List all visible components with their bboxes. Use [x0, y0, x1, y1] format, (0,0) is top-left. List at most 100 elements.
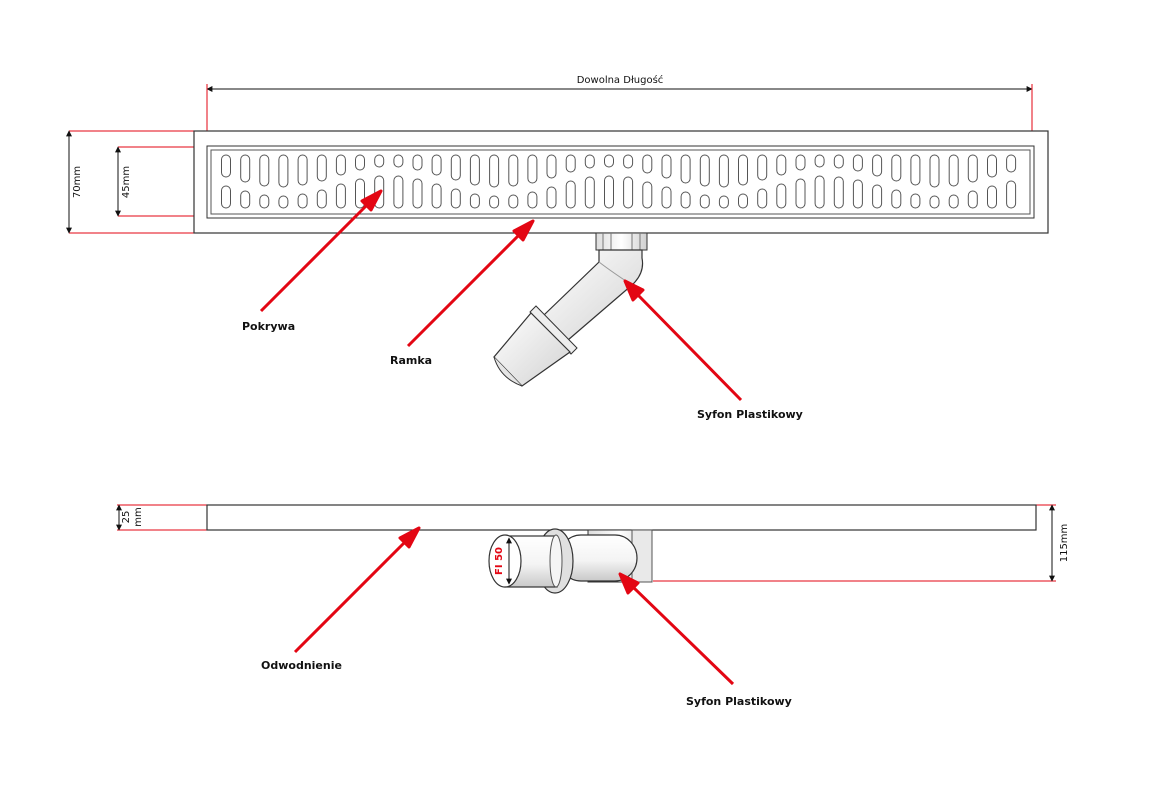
thickness-dimension: 25 mm [116, 504, 207, 531]
cover-slot [699, 154, 710, 187]
cover-slot [718, 154, 729, 188]
arrow-siphon-top [623, 279, 743, 402]
cover-slot [814, 154, 825, 168]
cover-slot [680, 154, 691, 184]
cover-slot [297, 193, 308, 209]
cover-slot [240, 190, 251, 209]
cover-slot [584, 176, 595, 209]
cover-slot [278, 154, 289, 188]
cover-label: Pokrywa [242, 320, 295, 333]
cover-slot [1006, 180, 1017, 209]
cover-slot [450, 154, 461, 181]
cover-slot [967, 154, 978, 183]
cover-slot [910, 154, 921, 186]
pipe-diameter-label: FI 50 [494, 547, 505, 575]
cover-slot [316, 189, 327, 209]
length-dimension: Dowolna Długość [206, 74, 1033, 148]
cover-slot [757, 188, 768, 209]
cover-slot [221, 154, 231, 178]
cover-slot [355, 154, 365, 171]
cover-slot [278, 195, 289, 209]
cover-slot [987, 154, 997, 178]
cover-slot [335, 154, 346, 176]
cover-slot [738, 154, 748, 186]
cover-slot [240, 154, 251, 183]
cover-slot [852, 154, 863, 172]
cover-slot [508, 154, 519, 187]
cover-slot [738, 193, 748, 209]
cover-slot [393, 175, 404, 209]
cover-slot [872, 184, 883, 209]
height-inner-label: 45mm [121, 166, 132, 198]
drainage-label: Odwodnienie [261, 659, 342, 672]
cover-slot [431, 183, 442, 209]
cover-slot [489, 154, 500, 188]
cover-slot [833, 176, 844, 209]
cover-slot [393, 154, 404, 168]
thickness-value: 25 [121, 511, 132, 524]
cover-slot [259, 194, 270, 209]
side-view: 25 mm 115mm FI 50 [116, 504, 1070, 708]
cover-slot [584, 154, 595, 169]
cover-slot [948, 194, 959, 209]
cover-slot [776, 183, 787, 209]
cover-slot [795, 178, 806, 209]
cover-slot [221, 185, 231, 209]
cover-slot [527, 191, 538, 209]
drain-cover [210, 149, 1031, 215]
cover-slot [546, 186, 557, 209]
arrow-frame [406, 219, 535, 348]
cover-slot [757, 154, 768, 181]
side-height-label: 115mm [1059, 524, 1070, 563]
cover-slot [469, 154, 480, 186]
cover-slot [374, 154, 385, 168]
cover-slot [604, 175, 614, 209]
cover-slot [776, 154, 787, 176]
cover-slot [948, 154, 959, 187]
cover-slot [929, 195, 940, 209]
side-height-dimension: 115mm [653, 504, 1070, 582]
arrow-siphon-side [618, 572, 735, 686]
frame-label: Ramka [390, 354, 432, 367]
cover-slot [929, 154, 940, 188]
length-label: Dowolna Długość [577, 74, 664, 86]
cover-slot [987, 185, 997, 209]
cover-slot [604, 154, 614, 168]
cover-slot [431, 154, 442, 176]
siphon-top-view [493, 232, 648, 387]
cover-slot [910, 193, 921, 209]
height-outer-dimension: 70mm [66, 130, 194, 234]
cover-slot [718, 195, 729, 209]
cover-slot [872, 154, 883, 177]
cover-slot [335, 183, 346, 209]
cover-slot [565, 180, 576, 209]
drain-body-side [206, 504, 1037, 531]
cover-slot [412, 154, 423, 171]
arrow-drainage [293, 526, 421, 654]
cover-slot [891, 154, 902, 182]
cover-slot [412, 178, 423, 209]
cover-slots [221, 154, 1017, 209]
cover-slot [546, 154, 557, 179]
cover-slot [623, 154, 634, 169]
siphon-top-label: Syfon Plastikowy [697, 408, 803, 421]
top-view: Dowolna Długość 70mm 45mm [66, 74, 1049, 421]
cover-slot [623, 176, 634, 209]
cover-slot [297, 154, 308, 186]
cover-slot [891, 189, 902, 209]
cover-slot [661, 186, 672, 209]
cover-slot [814, 175, 825, 209]
cover-slot [316, 154, 327, 182]
cover-slot [699, 194, 710, 209]
cover-slot [489, 195, 500, 209]
siphon-side-label: Syfon Plastikowy [686, 695, 792, 708]
cover-slot [527, 154, 538, 184]
cover-slot [642, 181, 653, 209]
cover-slot [642, 154, 653, 174]
cover-slot [450, 188, 461, 209]
thickness-unit: mm [133, 507, 144, 526]
cover-slot [661, 154, 672, 179]
cover-slot [852, 179, 863, 209]
height-outer-label: 70mm [72, 166, 83, 198]
